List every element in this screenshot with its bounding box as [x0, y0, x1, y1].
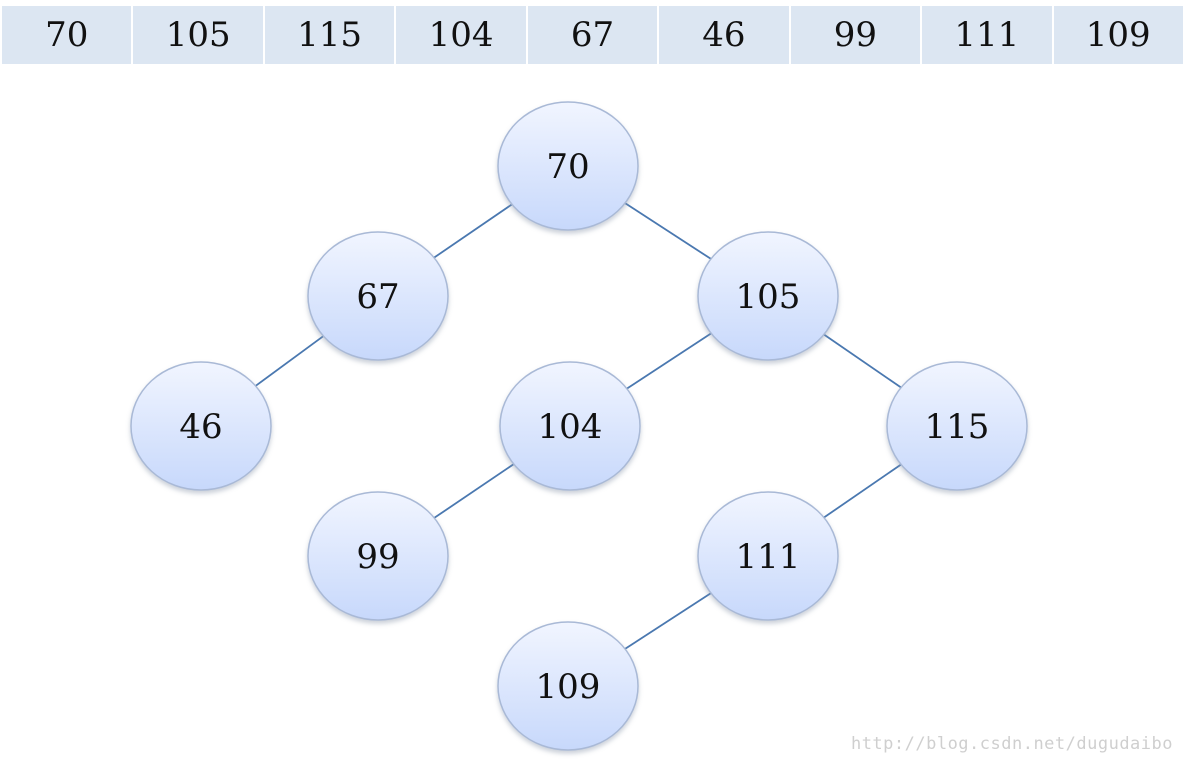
tree-node-circle	[497, 621, 639, 751]
array-cell: 115	[264, 6, 395, 64]
tree-edge	[255, 335, 324, 387]
tree-node: 99	[307, 491, 449, 621]
tree-node-label: 46	[179, 407, 222, 447]
tree-node: 46	[130, 361, 272, 491]
tree-node-circle	[307, 231, 449, 361]
tree-node-label: 70	[546, 147, 589, 187]
tree-node: 115	[886, 361, 1028, 491]
array-cell: 70	[2, 6, 132, 64]
tree-edges	[255, 202, 902, 650]
tree-edge	[433, 203, 513, 259]
tree-node-circle	[697, 231, 839, 361]
array-cell: 109	[1053, 6, 1183, 64]
tree-node-label: 109	[536, 667, 601, 707]
tree-edge	[626, 332, 712, 390]
array-cell: 104	[396, 6, 526, 64]
tree-edge	[433, 463, 515, 519]
tree-node-label: 104	[538, 407, 603, 447]
array-cell: 99	[790, 6, 921, 64]
tree-node-label: 99	[356, 537, 399, 577]
tree-node: 105	[697, 231, 839, 361]
tree-node: 67	[307, 231, 449, 361]
tree-node: 111	[697, 491, 839, 621]
tree-node: 109	[497, 621, 639, 751]
tree-nodes: 70 67 105 46 104 115 99 111 109	[130, 101, 1028, 751]
tree-node-label: 111	[736, 537, 801, 577]
tree-node: 104	[499, 361, 641, 491]
tree-node: 70	[497, 101, 639, 231]
array-cell: 111	[922, 6, 1052, 64]
array-cell: 105	[133, 6, 263, 64]
tree-node-label: 105	[736, 277, 801, 317]
tree-node-circle	[307, 491, 449, 621]
tree-node-label: 67	[356, 277, 399, 317]
tree-edge	[624, 202, 712, 260]
tree-edge	[624, 592, 712, 650]
tree-node-circle	[130, 361, 272, 491]
tree-node-circle	[497, 101, 639, 231]
tree-edge	[823, 463, 902, 519]
watermark: http://blog.csdn.net/dugudaibo	[850, 734, 1173, 754]
array-cell: 46	[659, 6, 789, 64]
tree-node-circle	[697, 491, 839, 621]
array-row: 70 105 115 104 67 46 99 111 109	[2, 6, 1183, 64]
tree-node-label: 115	[925, 407, 990, 447]
array-cell: 67	[527, 6, 658, 64]
tree-edge	[823, 333, 902, 389]
tree-node-circle	[886, 361, 1028, 491]
tree-node-circle	[499, 361, 641, 491]
